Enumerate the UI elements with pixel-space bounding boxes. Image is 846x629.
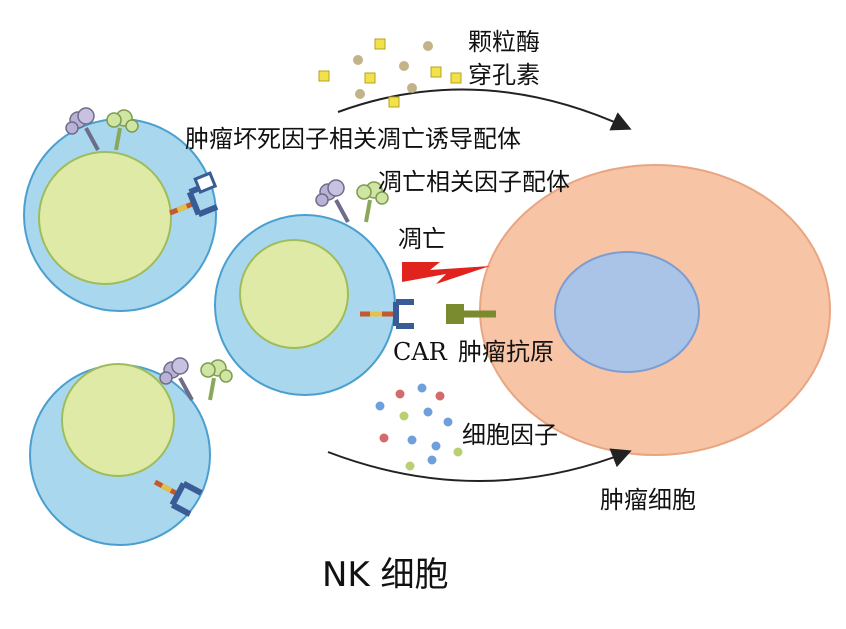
perforin-granule: [407, 83, 417, 93]
cytokine-dot: [427, 455, 437, 465]
perforin-granule: [399, 61, 409, 71]
label-cytokines: 细胞因子: [462, 421, 558, 449]
tumor-antigen-marker: [446, 304, 496, 324]
granzyme-granule: [364, 72, 376, 84]
nk-cell-bottom-left: [29, 356, 234, 546]
cytokine-dot: [423, 407, 433, 417]
label-perforin: 穿孔素: [468, 61, 540, 89]
tumor-cell: [479, 164, 831, 456]
label-nk-cell: NK 细胞: [322, 555, 449, 595]
nk-cell-top-left: [23, 106, 219, 312]
cytokine-cluster: [375, 383, 463, 471]
cytokine-dot: [453, 447, 463, 457]
granzyme-granule: [430, 66, 442, 78]
cytokine-dot: [379, 433, 389, 443]
nk-cell-nucleus: [38, 151, 172, 285]
nk-cell-center: [214, 178, 414, 396]
granzyme-granule: [374, 38, 386, 50]
car-receptor-icon: [360, 299, 414, 329]
label-trail: 肿瘤坏死因子相关凋亡诱导配体: [185, 125, 521, 153]
tumor-cell-nucleus: [554, 251, 700, 373]
cytokine-dot: [417, 383, 427, 393]
perforin-granule: [423, 41, 433, 51]
label-apoptosis: 凋亡: [398, 225, 446, 253]
perforin-granule: [355, 89, 365, 99]
label-fasl: 凋亡相关因子配体: [378, 168, 570, 196]
cytokine-dot: [395, 389, 405, 399]
label-granzyme: 颗粒酶: [468, 28, 540, 56]
nk-cell-nucleus: [239, 239, 349, 349]
cytokine-release-arrow: [327, 448, 632, 482]
cytokine-dot: [405, 461, 415, 471]
label-car: CAR: [393, 338, 447, 366]
granule-release-arrow: [337, 88, 632, 131]
apoptosis-lightning-icon: [402, 262, 490, 284]
cytokine-dot: [435, 391, 445, 401]
cytokine-dot: [399, 411, 409, 421]
cytokine-dot: [375, 401, 385, 411]
label-tumor-cell: 肿瘤细胞: [600, 486, 696, 514]
granule-cluster: [318, 38, 462, 108]
nk-cell-nucleus: [61, 363, 175, 477]
granzyme-granule: [318, 70, 330, 82]
cytokine-dot: [407, 435, 417, 445]
car-receptor-icon: [153, 479, 203, 517]
granzyme-granule: [388, 96, 400, 108]
granzyme-granule: [450, 72, 462, 84]
perforin-granule: [353, 55, 363, 65]
label-tumor-antigen: 肿瘤抗原: [458, 338, 554, 366]
car-receptor-icon: [169, 171, 219, 218]
cytokine-dot: [443, 417, 453, 427]
cytokine-dot: [431, 441, 441, 451]
